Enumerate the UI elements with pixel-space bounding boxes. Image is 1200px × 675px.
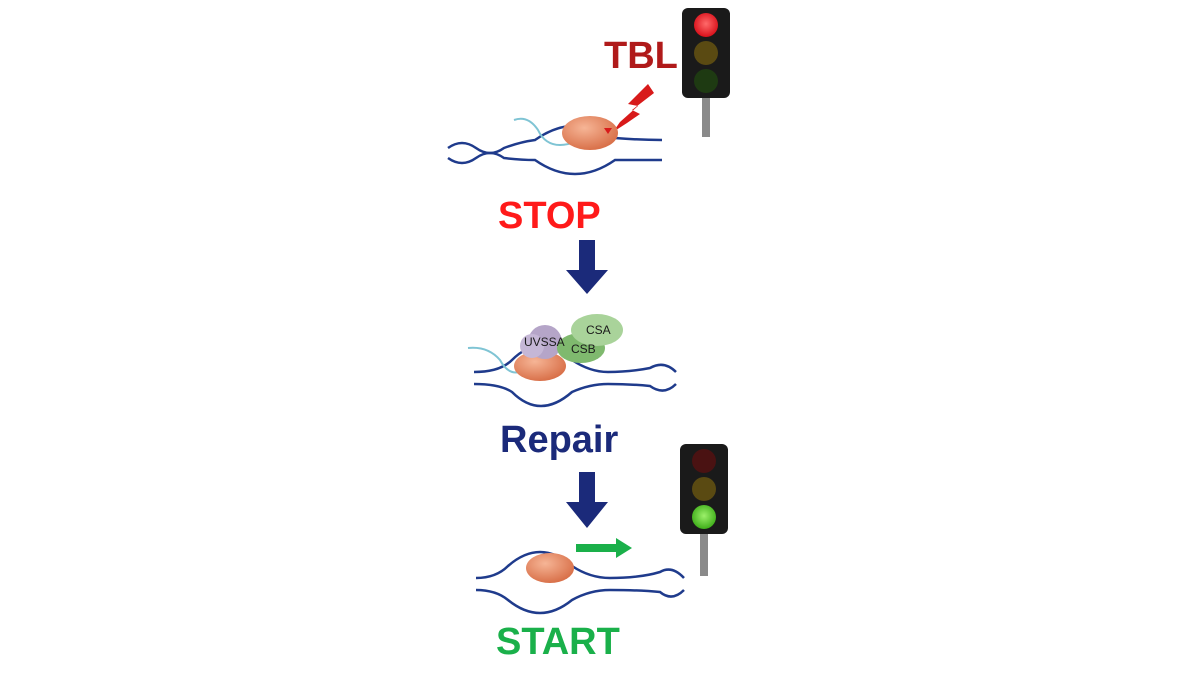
csb-label: CSB [571, 342, 596, 356]
rna-polymerase-icon [514, 351, 566, 381]
green-lamp-off [694, 69, 718, 93]
red-lamp-on [694, 13, 718, 37]
start-label: START [496, 621, 620, 663]
csa-label: CSA [586, 323, 611, 337]
transcription-direction-arrow-icon [576, 538, 632, 558]
dna-strand [473, 382, 677, 408]
traffic-light-pole [700, 528, 708, 576]
dna-strand [447, 124, 663, 155]
down-arrow-icon [566, 472, 608, 528]
traffic-light-top [682, 8, 730, 137]
traffic-light-pole [702, 92, 710, 137]
dna-strand [447, 151, 662, 176]
stop-label: STOP [498, 195, 601, 237]
dna-resumed-complex [475, 550, 685, 615]
rna-polymerase-icon [526, 553, 574, 583]
dna-strand [475, 550, 685, 580]
traffic-light-bottom [680, 444, 728, 576]
repair-label: Repair [500, 419, 618, 461]
dna-repair-complex: UVSSA CSA CSB [467, 314, 677, 408]
csa-icon [571, 314, 623, 346]
uvssa-label: UVSSA [524, 335, 565, 349]
dna-strand [473, 344, 677, 374]
green-lamp-on [692, 505, 716, 529]
tbl-label: TBL [604, 35, 678, 77]
lesion-marker-icon [604, 128, 612, 134]
yellow-lamp-off [694, 41, 718, 65]
down-arrow-icon [566, 240, 608, 294]
rna-polymerase-icon [562, 116, 618, 150]
red-lamp-off [692, 449, 716, 473]
uvssa-icon [520, 334, 544, 358]
dna-strand [475, 588, 685, 615]
lightning-bolt-icon [613, 84, 654, 132]
yellow-lamp-off [692, 477, 716, 501]
dna-stalled-complex [447, 116, 663, 176]
